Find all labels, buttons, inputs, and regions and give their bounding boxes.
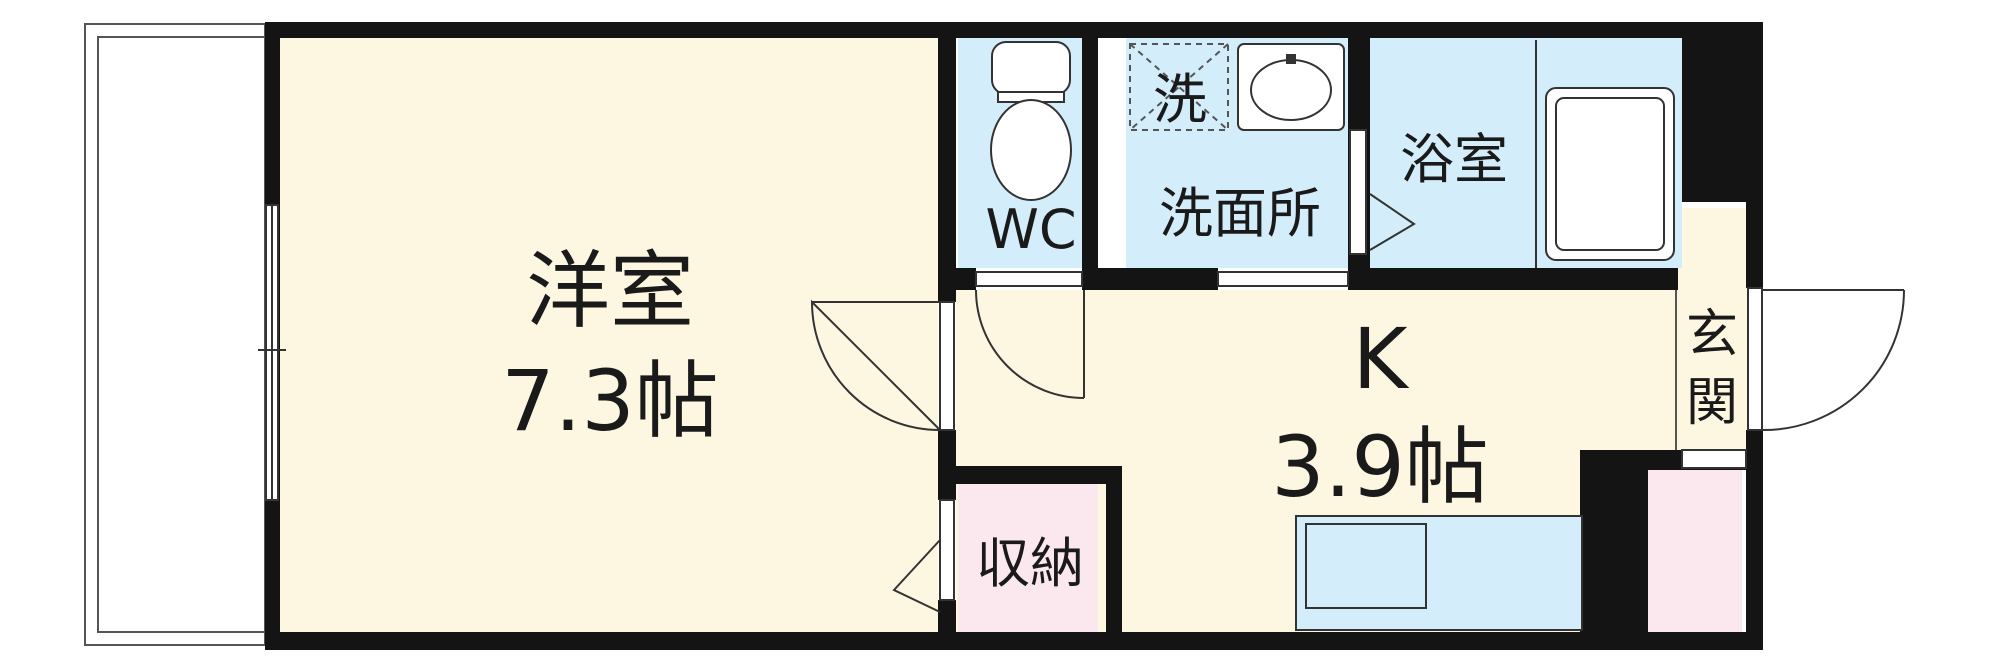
bathtub-icon: [1535, 40, 1675, 268]
washroom-name: 洗面所: [1159, 182, 1321, 245]
kitchen-name: K: [1352, 310, 1409, 408]
western-room-size: 7.3帖: [501, 352, 719, 450]
storage-door-frame: [939, 499, 955, 601]
kitchen-size: 3.9帖: [1271, 418, 1489, 516]
wc-name: WC: [985, 198, 1076, 261]
washroom-door-sill: [1217, 271, 1349, 287]
windows: [258, 204, 286, 501]
sink-icon: [1237, 43, 1345, 131]
washer-space: [1129, 43, 1229, 131]
washer-name: 洗: [1153, 68, 1207, 131]
entrance-door-frame: [1747, 287, 1763, 431]
western-room-floor: [280, 38, 938, 632]
storage-floor: [958, 484, 1098, 632]
entrance-char-2: 関: [1686, 373, 1738, 433]
western-room-name: 洋室: [526, 242, 694, 340]
storage-name: 収納: [976, 532, 1084, 595]
bath-name: 浴室: [1400, 128, 1508, 191]
wc-door-sill: [975, 271, 1083, 287]
door-swings: [810, 193, 1905, 613]
entrance-floor: [1676, 208, 1756, 450]
entrance-step: [1681, 449, 1747, 469]
toilet-icon: [990, 41, 1072, 201]
bath-door-frame: [1349, 129, 1367, 255]
kitchen-counter: [1295, 515, 1583, 631]
western-door-frame: [939, 301, 955, 431]
balcony: [84, 23, 266, 646]
entrance-char-1: 玄: [1686, 305, 1738, 365]
shoe-closet-floor: [1648, 470, 1742, 632]
